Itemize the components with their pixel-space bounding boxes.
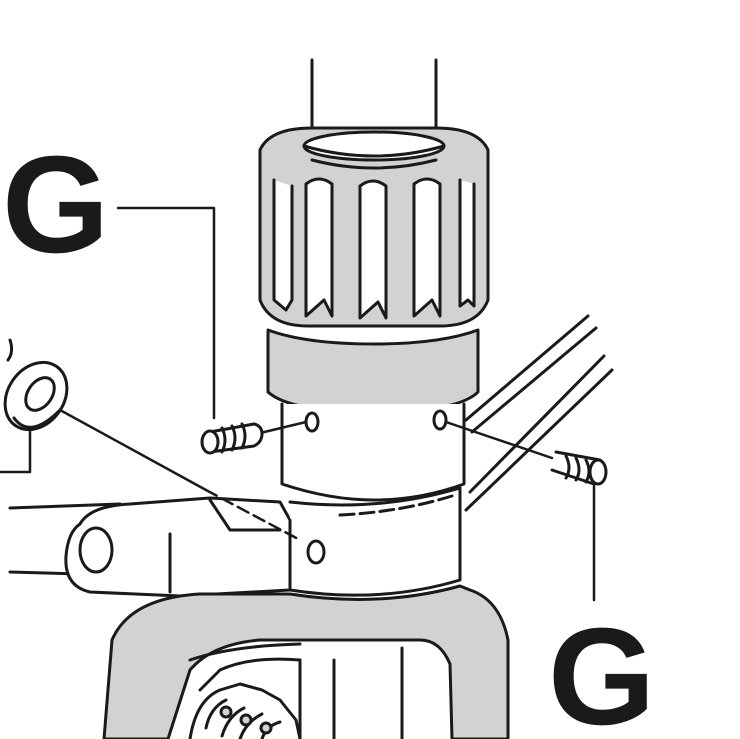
lower-yoke bbox=[102, 584, 510, 739]
clamp-body bbox=[64, 486, 462, 598]
gear bbox=[188, 682, 302, 739]
sleeve bbox=[280, 402, 466, 502]
leader-line-screw-right bbox=[444, 420, 554, 460]
leader-line-top bbox=[116, 206, 216, 420]
set-screw-left bbox=[200, 422, 264, 455]
clamp-bolt-hole bbox=[78, 526, 114, 574]
leader-line-washer-left bbox=[0, 428, 32, 474]
callout-label-g-bottom: G bbox=[548, 600, 655, 739]
set-screw-hole-right bbox=[432, 409, 448, 431]
collar-base bbox=[266, 328, 480, 414]
washer bbox=[3, 338, 69, 432]
clamp-pin-hole bbox=[306, 539, 326, 565]
leader-line-screw-left bbox=[254, 420, 308, 436]
leader-line-washer bbox=[58, 408, 208, 492]
set-screw-right bbox=[550, 450, 608, 486]
frame-tube-right bbox=[464, 314, 614, 512]
callout-label-g-top: G bbox=[2, 128, 109, 282]
leader-lines bbox=[0, 206, 596, 602]
knurled-collar bbox=[258, 126, 490, 328]
